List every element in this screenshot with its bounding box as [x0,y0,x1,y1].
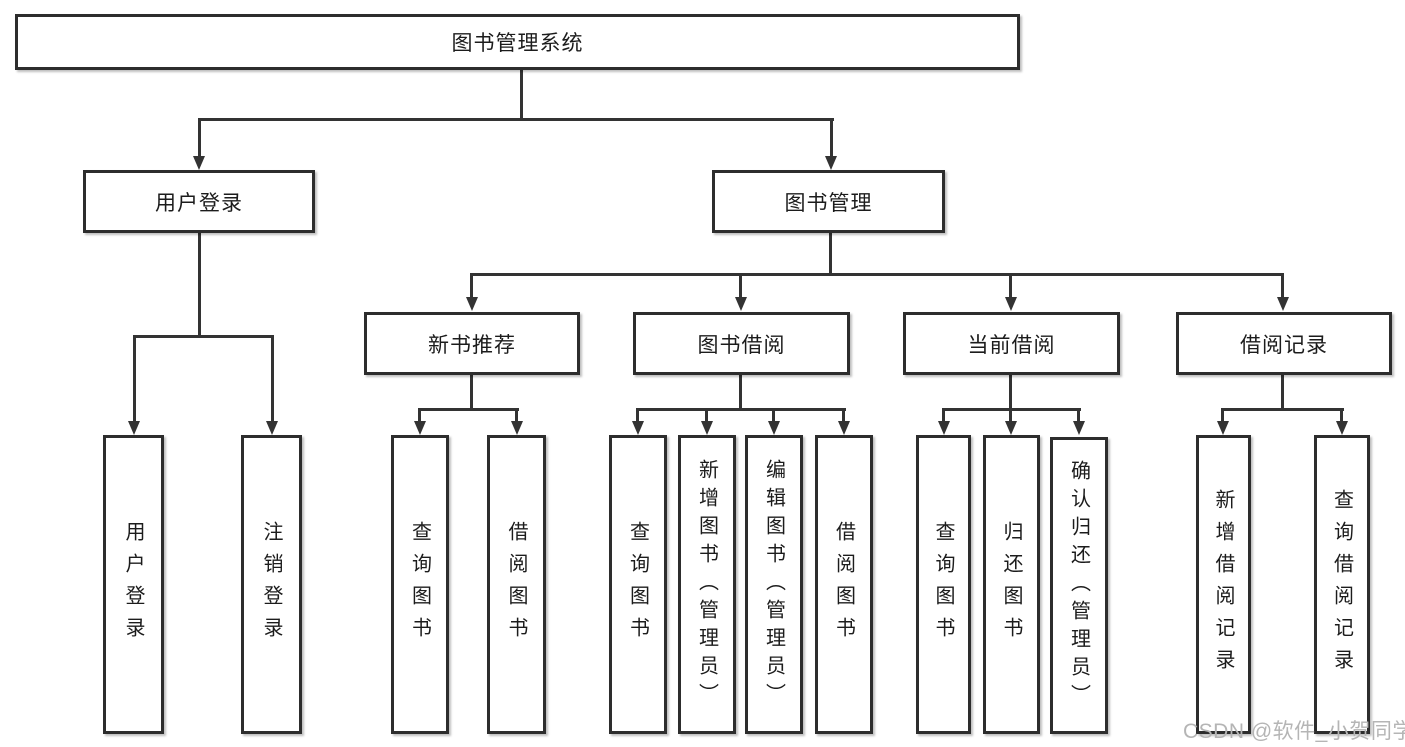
connector-line [1281,373,1284,408]
arrow-down-icon [632,421,644,435]
connector-line [133,335,274,338]
node-new-book-recommend: 新书推荐 [364,312,580,375]
arrow-down-icon [1005,421,1017,435]
connector-line [1009,273,1012,297]
leaf-user-login: 用户登录 [103,435,164,734]
connector-line [739,273,742,297]
connector-line [418,408,421,422]
connector-line [830,118,833,157]
leaf-borrow-books: 借阅图书 [487,435,546,734]
connector-line [772,408,775,422]
arrow-down-icon [193,156,205,170]
node-book-management: 图书管理 [712,170,945,233]
arrow-down-icon [1073,421,1085,435]
leaf-borrow-books: 借阅图书 [815,435,873,734]
arrow-down-icon [128,421,140,435]
connector-line [198,118,201,157]
leaf-logout: 注销登录 [241,435,302,734]
connector-line [1077,408,1080,422]
arrow-down-icon [768,421,780,435]
connector-line [198,118,834,121]
node-borrowing-records: 借阅记录 [1176,312,1392,375]
connector-line [470,273,473,297]
leaf-query-books: 查询图书 [916,435,971,734]
connector-line [942,408,945,422]
connector-line [1221,408,1224,422]
connector-line [470,375,473,408]
connector-line [739,375,742,408]
connector-line [636,408,639,422]
node-current-borrowing: 当前借阅 [903,312,1120,375]
node-user-login: 用户登录 [83,170,315,233]
connector-line [520,68,523,118]
arrow-down-icon [266,421,278,435]
leaf-confirm-return-admin: 确认归还（管理员） [1050,437,1108,734]
arrow-down-icon [701,421,713,435]
arrow-down-icon [466,297,478,311]
connector-line [1009,408,1012,422]
leaf-query-books: 查询图书 [391,435,449,734]
leaf-query-borrow-record: 查询借阅记录 [1314,435,1370,734]
arrow-down-icon [735,297,747,311]
connector-line [1009,373,1012,408]
connector-line [705,408,708,422]
arrow-down-icon [825,156,837,170]
leaf-query-books: 查询图书 [609,435,667,734]
csdn-watermark: CSDN @软件_小贺同学 [1183,720,1405,743]
arrow-down-icon [1336,421,1348,435]
arrow-down-icon [1217,421,1229,435]
connector-line [418,408,519,411]
connector-line [1281,273,1284,297]
arrow-down-icon [938,421,950,435]
connector-line [198,232,201,335]
connector-line [636,408,846,411]
arrow-down-icon [1005,297,1017,311]
node-book-borrowing: 图书借阅 [633,312,850,375]
connector-line [1221,408,1344,411]
arrow-down-icon [838,421,850,435]
connector-line [133,335,136,422]
node-library-system: 图书管理系统 [15,14,1020,70]
leaf-add-borrow-record: 新增借阅记录 [1196,435,1251,734]
arrow-down-icon [1277,297,1289,311]
connector-line [829,232,832,273]
connector-line [271,335,274,422]
arrow-down-icon [414,421,426,435]
connector-line [515,408,518,422]
connector-line [1340,408,1343,422]
connector-line [470,273,1284,276]
leaf-return-books: 归还图书 [983,435,1040,734]
leaf-edit-book-admin: 编辑图书（管理员） [745,435,803,734]
leaf-add-book-admin: 新增图书（管理员） [678,435,736,734]
arrow-down-icon [511,421,523,435]
connector-line [842,408,845,422]
